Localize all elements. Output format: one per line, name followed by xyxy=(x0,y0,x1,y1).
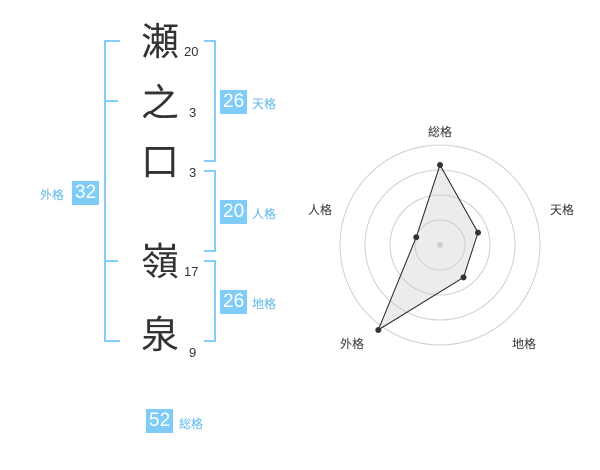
radar-points xyxy=(375,162,482,333)
radar-center-dot xyxy=(437,242,443,248)
radar-label-chikaku: 地格 xyxy=(512,337,537,351)
jinkaku-label: 人格 xyxy=(252,207,277,221)
stroke-count-4: 17 xyxy=(184,264,199,279)
name-char-5: 泉 xyxy=(141,313,180,357)
outer-bracket-tick-top xyxy=(104,100,118,102)
tenkaku-label: 天格 xyxy=(252,97,277,111)
chikaku-badge: 26 xyxy=(220,290,248,314)
tenkaku-badge: 26 xyxy=(220,90,248,114)
radar-label-tenkaku: 天格 xyxy=(550,203,575,217)
name-char-1: 瀬 xyxy=(141,20,180,64)
stroke-count-2: 3 xyxy=(189,105,197,120)
radar-label-gaikaku: 外格 xyxy=(340,337,365,351)
outer-bracket-tick-bottom xyxy=(104,260,118,262)
radar-point-3 xyxy=(460,274,467,281)
outer-bracket xyxy=(104,40,120,342)
radar-rings xyxy=(339,144,541,346)
radar-point-1 xyxy=(437,162,443,168)
soukaku-label: 総格 xyxy=(179,417,204,431)
radar-ring-1 xyxy=(414,219,466,271)
radar-ring-2 xyxy=(389,194,491,296)
name-char-4: 嶺 xyxy=(141,240,180,284)
radar-point-5 xyxy=(413,234,420,241)
stroke-count-3: 3 xyxy=(189,165,197,180)
radar-ring-4 xyxy=(339,144,541,346)
radar-label-soukaku: 総格 xyxy=(428,125,453,139)
soukaku-badge: 52 xyxy=(146,409,174,433)
stroke-count-1: 20 xyxy=(184,44,199,59)
radar-polygon xyxy=(377,163,479,332)
jinkaku-bracket xyxy=(204,170,216,252)
jinkaku-badge: 20 xyxy=(220,200,248,224)
radar-label-jinkaku: 人格 xyxy=(308,203,333,217)
radar-point-2 xyxy=(475,229,482,236)
gaikaku-badge: 32 xyxy=(72,181,100,205)
radar-point-4 xyxy=(375,326,382,333)
name-char-2: 之 xyxy=(141,81,180,125)
stroke-count-5: 9 xyxy=(189,345,197,360)
tenkaku-bracket xyxy=(204,40,216,162)
name-char-3: 口 xyxy=(141,140,180,184)
radar-ring-3 xyxy=(364,169,516,321)
gaikaku-label: 外格 xyxy=(40,188,65,202)
chikaku-bracket xyxy=(204,260,216,342)
chikaku-label: 地格 xyxy=(252,297,277,311)
